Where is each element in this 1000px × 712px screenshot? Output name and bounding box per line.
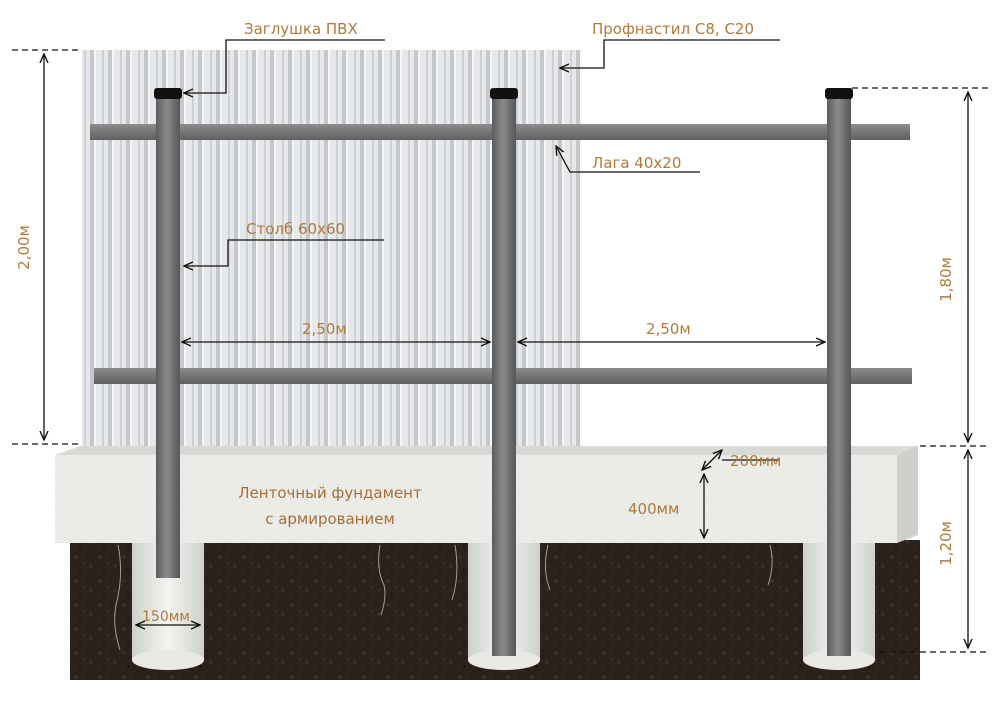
rail-label: Лага 40х20 [592,154,682,172]
post-right [827,96,851,656]
roots [114,544,773,651]
width-200-label: 200мм [730,452,782,470]
pile-150-label: 150мм [142,609,190,625]
depth-label: 1,20м [936,521,955,566]
cap-left [154,88,182,99]
foundation-label-line1: Ленточный фундамент [238,484,422,502]
span-left-label: 2,50м [302,320,347,338]
depth-400-label: 400мм [628,500,680,518]
span-right-label: 2,50м [646,320,691,338]
posts [156,96,851,656]
post-middle [492,96,516,656]
post-left [156,96,180,578]
total-height-label: 2,00м [14,225,33,270]
dimension-lines [12,39,990,653]
cap-middle [490,88,518,99]
profiled-sheet-label: Профнастил С8, С20 [592,20,755,38]
strip-foundation [55,446,918,543]
pvc-caps [154,88,853,99]
foundation-label-line2: с армированием [265,510,395,528]
pvc-cap-label: Заглушка ПВХ [244,20,358,38]
cap-right [825,88,853,99]
post-height-label: 1,80м [936,257,955,302]
post-label: Столб 60х60 [246,220,346,238]
